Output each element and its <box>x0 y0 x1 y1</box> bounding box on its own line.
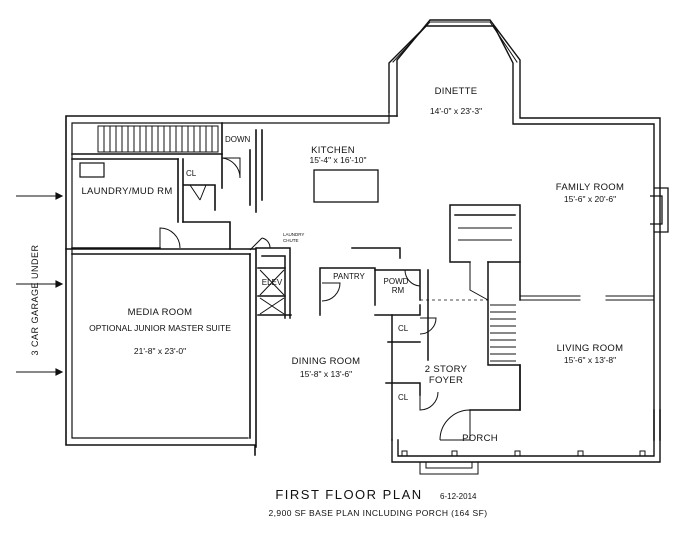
wall-media-right <box>249 247 257 448</box>
room-label-family: FAMILY ROOM <box>556 182 624 193</box>
label-laundry-chute-1: LAUNDRY <box>283 232 304 237</box>
room-label-porch: PORCH <box>462 433 498 444</box>
room-label-elev: ELEV <box>262 278 283 287</box>
wall-kitchen-left <box>249 129 263 213</box>
room-label-powder-1: POWD <box>384 277 409 286</box>
porch-steps <box>419 461 479 475</box>
wall-living-left <box>469 364 521 411</box>
room-dim-kitchen: 15'-4" x 16'-10" <box>309 155 366 165</box>
door-powder <box>404 269 421 287</box>
wall-stair-core <box>449 204 521 263</box>
room-label-living: LIVING ROOM <box>557 343 624 354</box>
porch-post <box>577 450 584 457</box>
arrow-head-icon <box>55 192 64 200</box>
wall-core-elev <box>257 267 292 316</box>
fireplace <box>650 187 669 233</box>
room-label-media: MEDIA ROOM <box>128 307 193 318</box>
wall-laundry-bottom <box>71 221 231 250</box>
door-foyer-entry <box>439 409 471 441</box>
porch-outline <box>391 409 661 463</box>
door-pantry <box>321 282 341 302</box>
stairs-down <box>97 125 219 153</box>
label-laundry-chute-2: CHUTE <box>283 238 299 243</box>
door-elev-swing <box>249 237 271 251</box>
room-label-powder-2: RM <box>392 286 405 295</box>
arrow-head-icon <box>55 280 64 288</box>
wall-pantry <box>319 247 401 316</box>
wall-closet <box>177 158 216 223</box>
room-label-dining: DINING ROOM <box>292 356 361 367</box>
elevator-x-icon <box>259 269 285 315</box>
exterior-wall-left-outer <box>65 115 398 456</box>
room-label-dinette: DINETTE <box>435 86 478 97</box>
label-closet-foyer: CL <box>398 393 409 402</box>
wall-living-family <box>519 295 655 301</box>
bay-window-mullions <box>392 21 518 63</box>
laundry-appliance <box>79 162 105 178</box>
door-down <box>221 157 241 179</box>
room-dim-dinette: 14'-0" x 23'-3" <box>430 106 482 116</box>
stairs-up <box>458 227 516 362</box>
room-subname-media: OPTIONAL JUNIOR MASTER SUITE <box>89 323 231 333</box>
room-dim-dining: 15'-8" x 13'-6" <box>300 369 352 379</box>
porch-posts <box>401 450 646 457</box>
wall-core-top <box>256 247 291 319</box>
walls <box>65 19 661 475</box>
room-dim-media: 21'-8" x 23'-0" <box>134 346 186 356</box>
plan-title: FIRST FLOOR PLAN <box>275 487 422 502</box>
arrow-head-icon <box>55 368 64 376</box>
label-closet-center: CL <box>398 324 409 333</box>
porch-post <box>514 450 521 457</box>
room-label-foyer-1: 2 STORY <box>425 364 468 375</box>
porch-post <box>639 450 646 457</box>
door-closet-laundry <box>189 184 207 201</box>
wall-foyer-left <box>385 341 421 441</box>
wall-laundry-top <box>71 153 223 160</box>
room-label-pantry: PANTRY <box>333 272 365 281</box>
label-down: DOWN <box>225 135 251 144</box>
plan-subtitle: 2,900 SF BASE PLAN INCLUDING PORCH (164 … <box>269 508 488 518</box>
garage-arrows <box>16 192 64 376</box>
room-label-laundry: LAUNDRY/MUD RM <box>81 186 172 197</box>
door-closet-center <box>419 317 437 335</box>
exterior-wall-left-inner <box>71 111 390 439</box>
door-closet-foyer <box>419 391 439 411</box>
garage-label: 3 CAR GARAGE UNDER <box>30 244 40 355</box>
kitchen-island <box>313 169 379 203</box>
stair-landing-treads <box>458 227 512 301</box>
doors <box>159 157 471 441</box>
wall-laundry-media <box>65 248 256 255</box>
porch-post <box>401 450 408 457</box>
room-label-foyer-2: FOYER <box>429 375 463 386</box>
stair-foyer-treads <box>490 304 516 362</box>
porch-post <box>451 450 458 457</box>
room-dim-family: 15'-6" x 20'-6" <box>564 194 616 204</box>
label-closet-laundry: CL <box>186 169 197 178</box>
bay-window <box>388 19 661 441</box>
room-dim-living: 15'-6" x 13'-8" <box>564 355 616 365</box>
stair-treads <box>103 126 213 152</box>
door-laundry <box>159 227 181 249</box>
plan-date: 6-12-2014 <box>440 492 477 501</box>
room-label-kitchen: KITCHEN <box>311 145 355 156</box>
wall-stair-foyer <box>487 261 521 411</box>
